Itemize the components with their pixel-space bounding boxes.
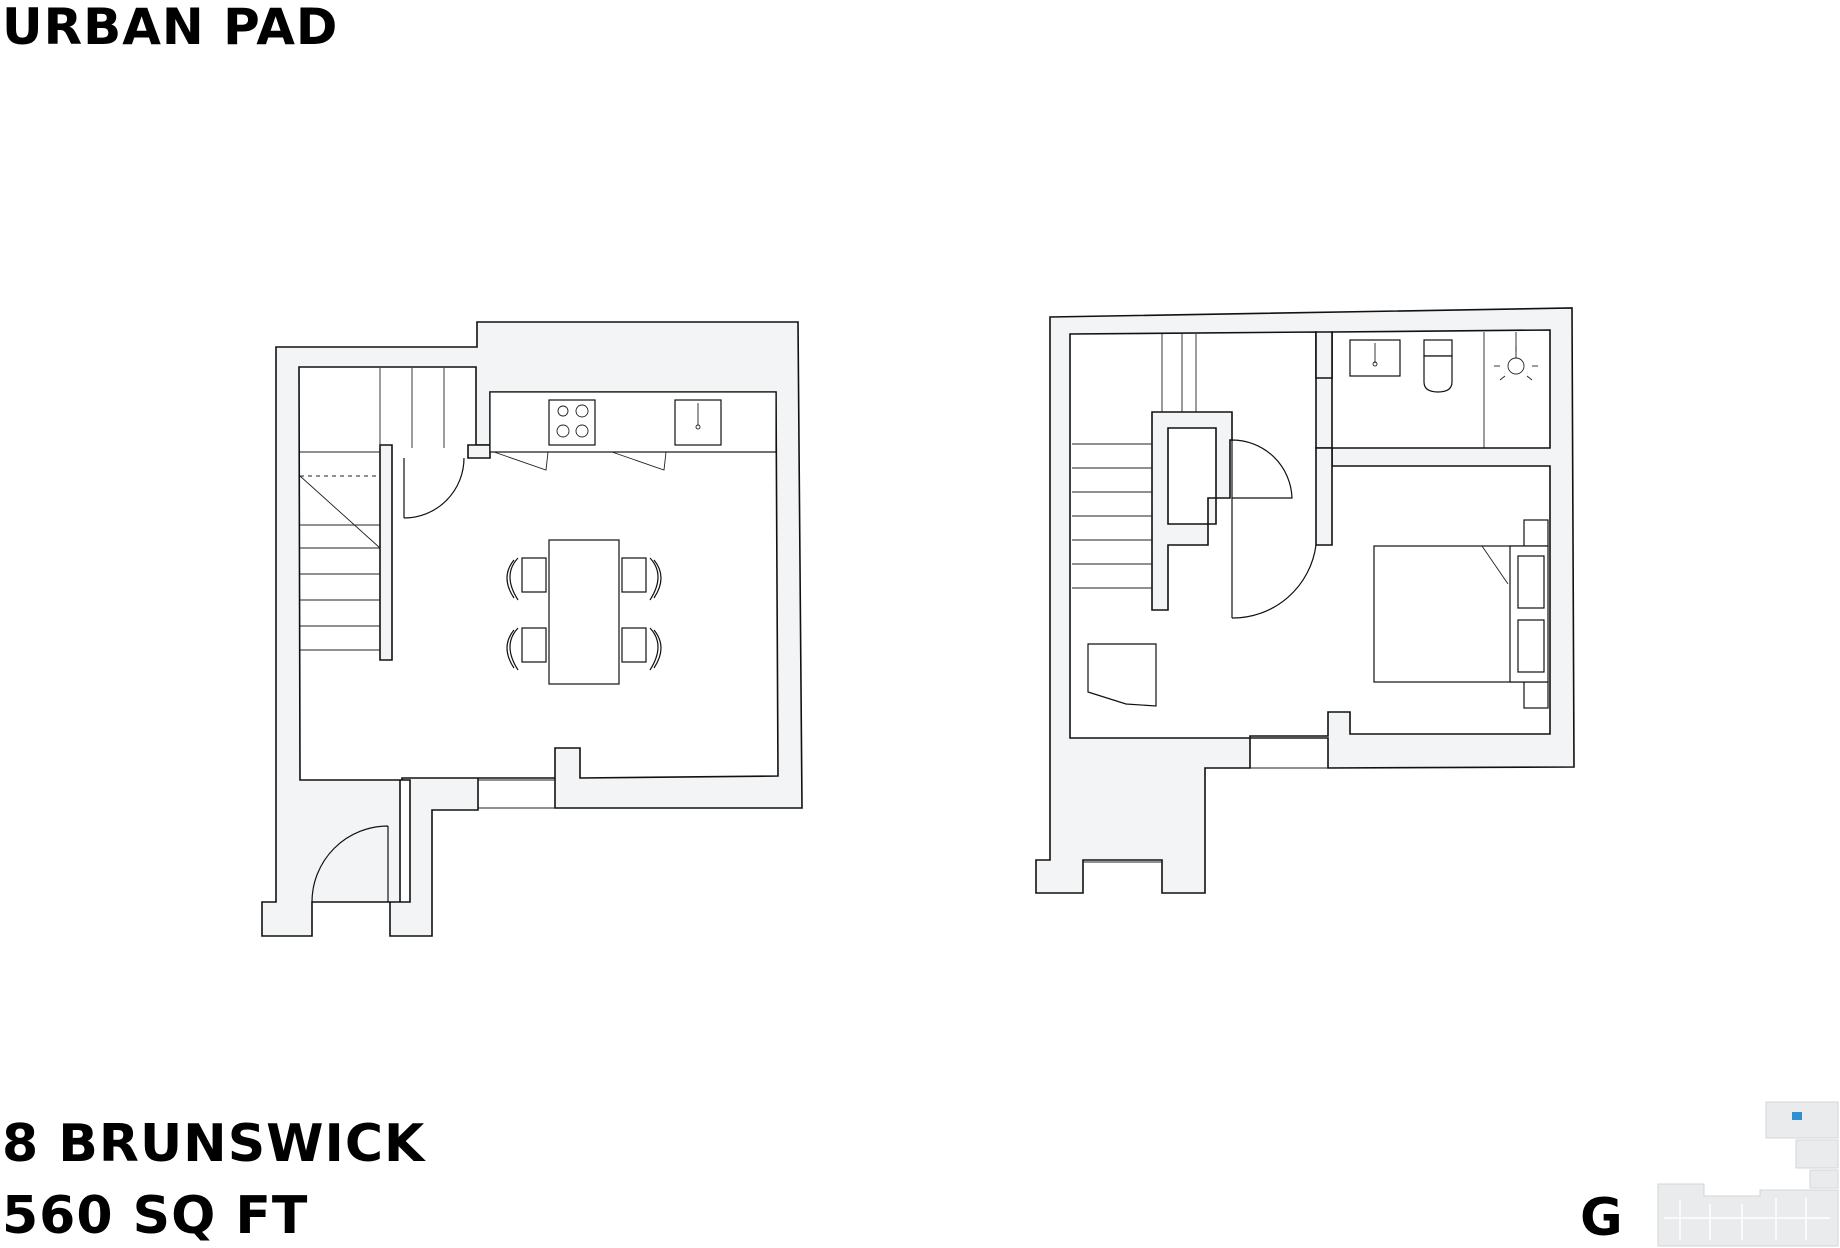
toilet-cistern [1423,339,1453,357]
first-inner-walls [1151,411,1233,611]
ground-inner-wall [379,444,393,661]
bedside-table [1523,681,1549,709]
dining-set [506,539,662,685]
ground-inner-door [403,457,465,519]
key-plan [1657,1101,1839,1247]
floor-level-letter: G [1580,1188,1624,1248]
ground-stairs [299,368,445,651]
dining-table [548,539,620,685]
first-bathroom-wall [1315,447,1333,546]
first-bedroom-door [1231,498,1317,619]
ground-door-jamb [467,444,491,459]
toilet-bowl [1423,355,1453,393]
first-stairs [1072,334,1197,589]
property-address: 8 BRUNSWICK [2,1114,426,1174]
bathroom [1349,332,1538,448]
ground-entrance-door [311,825,389,903]
kitchen-counter [489,391,777,471]
desk [1087,643,1157,707]
pillow [1517,619,1545,673]
first-landing-door [1231,439,1293,499]
floor-area: 560 SQ FT [2,1186,309,1246]
bedroom [1087,519,1549,709]
property-title: URBAN PAD [2,0,339,56]
first-inner-jamb [1315,331,1333,379]
key-plan-highlight [1792,1112,1802,1120]
hob [548,399,596,446]
bedside-table [1523,519,1549,547]
first-floor-plan [1035,307,1575,894]
pillow [1517,555,1545,609]
double-bed [1373,545,1529,683]
shower-drain [1507,357,1525,375]
ground-floor-plan [261,321,803,937]
